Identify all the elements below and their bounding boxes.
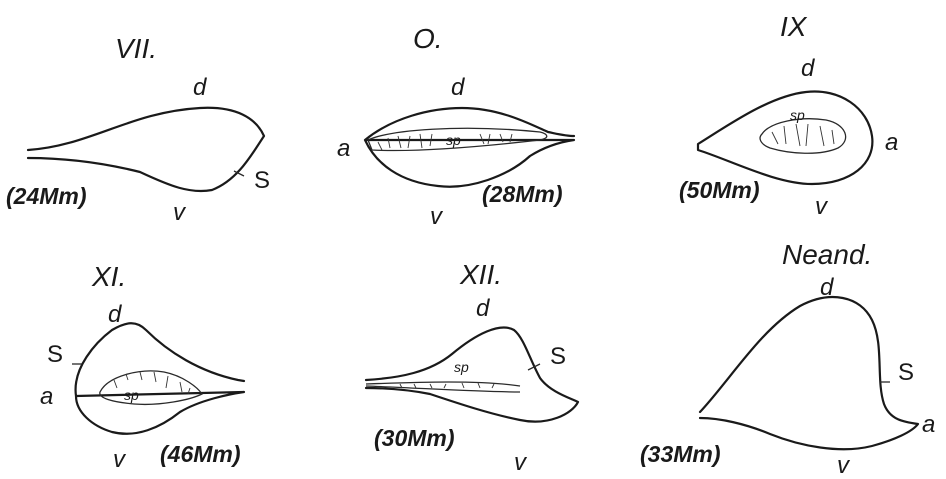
figure-xi-dorsal-label: d <box>108 301 122 328</box>
figure-o-sp-label: sp <box>446 132 461 148</box>
figure-neand-outline <box>700 297 918 449</box>
figure-ix-anterior-label: a <box>885 129 898 156</box>
figure-xii-title: XII. <box>459 259 502 290</box>
figure-ix-hatching <box>772 124 834 146</box>
figure-vii-s-label: S <box>254 167 270 194</box>
figure-vii-title: VII. <box>115 33 157 64</box>
figure-xii: XII. sp d S v (30Mm) <box>366 259 578 476</box>
figure-xii-s-label: S <box>550 343 566 370</box>
figure-xi-anterior-label: a <box>40 383 53 410</box>
figure-xii-sp-label: sp <box>454 359 469 375</box>
figure-ix-sp-label: sp <box>790 107 805 123</box>
figure-xii-ventral-label: v <box>514 449 528 476</box>
figure-o-measurement: (28Mm) <box>482 181 563 207</box>
figure-ix-ventral-label: v <box>815 193 829 220</box>
figure-o-anterior-label: a <box>337 135 350 162</box>
figure-ix-measurement: (50Mm) <box>679 177 760 203</box>
figure-vii-dorsal-label: d <box>193 74 207 101</box>
figure-xi-title: XI. <box>91 261 126 292</box>
figure-xii-hatching <box>400 383 494 388</box>
figure-o-ventral-label: v <box>430 203 444 230</box>
figure-xi-ventral-label: v <box>113 446 127 473</box>
figure-ix: IX sp d a v (50Mm) <box>679 11 898 220</box>
figure-xi-spinal-canal <box>100 371 202 404</box>
figure-vii: VII. d v S (24Mm) <box>6 33 270 226</box>
figure-xii-canal-top <box>366 382 520 386</box>
figure-vii-ventral-label: v <box>173 199 187 226</box>
figure-neand-measurement: (33Mm) <box>640 441 721 467</box>
figure-neand: Neand. d S a v (33Mm) <box>640 239 935 479</box>
figure-o-hatching <box>378 134 512 150</box>
figure-vii-outline <box>28 108 264 191</box>
figure-vii-measurement: (24Mm) <box>6 183 87 209</box>
figure-xi-outline <box>76 323 244 434</box>
figure-o-dorsal-label: d <box>451 74 465 101</box>
figure-xii-outline <box>366 327 578 421</box>
figure-o-title: O. <box>413 23 443 54</box>
figure-xii-dorsal-label: d <box>476 295 490 322</box>
figure-xii-measurement: (30Mm) <box>374 425 455 451</box>
figure-xi-measurement: (46Mm) <box>160 441 241 467</box>
figure-o: O. sp d a v (28Mm) <box>337 23 574 230</box>
figure-neand-dorsal-label: d <box>820 274 834 301</box>
figure-xi-sp-label: sp <box>124 387 139 403</box>
figure-ix-title: IX <box>780 11 808 42</box>
figure-xi-s-label: S <box>47 341 63 368</box>
figure-ix-dorsal-label: d <box>801 55 815 82</box>
figure-neand-ventral-label: v <box>837 452 851 479</box>
figure-xi: XI. sp d S a v (46Mm) <box>40 261 244 473</box>
figure-neand-anterior-label: a <box>922 411 935 438</box>
figure-neand-title: Neand. <box>782 239 872 270</box>
figure-neand-s-label: S <box>898 359 914 386</box>
